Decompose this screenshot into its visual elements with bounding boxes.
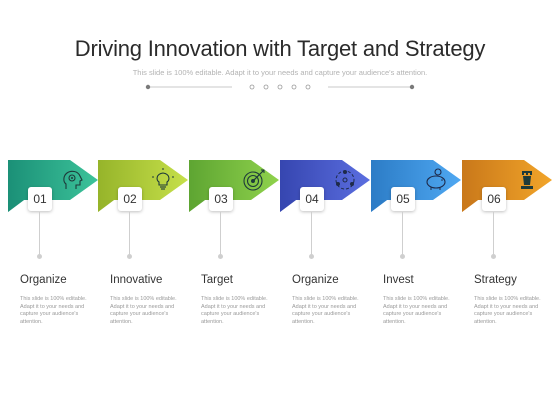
lightbulb-icon — [152, 168, 174, 190]
step-description: This slide is 100% editable. Adapt it to… — [474, 296, 541, 325]
piggy-bank-icon — [426, 168, 446, 190]
page-subtitle: This slide is 100% editable. Adapt it to… — [132, 68, 428, 77]
connector-dot — [37, 254, 42, 259]
step-number: 01 — [28, 187, 52, 211]
connector-dot — [218, 254, 223, 259]
decorative-divider — [145, 84, 415, 90]
step-label: Organize — [20, 274, 67, 286]
step-label: Target — [201, 274, 233, 286]
connector-line — [39, 212, 40, 256]
step-label: Strategy — [474, 274, 517, 286]
connector-line — [220, 212, 221, 256]
step-description: This slide is 100% editable. Adapt it to… — [110, 296, 177, 325]
connector-line — [311, 212, 312, 256]
page-title: Driving Innovation with Target and Strat… — [74, 36, 486, 61]
chess-rook-icon — [521, 171, 533, 189]
connector-dot — [127, 254, 132, 259]
connector-line — [129, 212, 130, 256]
connector-line — [493, 212, 494, 256]
step-description: This slide is 100% editable. Adapt it to… — [20, 296, 87, 325]
connector-dot — [400, 254, 405, 259]
connector-dot — [491, 254, 496, 259]
team-network-icon — [335, 170, 355, 190]
step-description: This slide is 100% editable. Adapt it to… — [201, 296, 268, 325]
step-number: 05 — [391, 187, 415, 211]
step-label: Organize — [292, 274, 339, 286]
step-number: 04 — [300, 187, 324, 211]
step-number: 02 — [118, 187, 142, 211]
step-number: 06 — [482, 187, 506, 211]
connector-dot — [309, 254, 314, 259]
step-description: This slide is 100% editable. Adapt it to… — [292, 296, 359, 325]
connector-line — [402, 212, 403, 256]
head-gears-icon — [63, 170, 83, 189]
step-description: This slide is 100% editable. Adapt it to… — [383, 296, 450, 325]
step-label: Innovative — [110, 274, 163, 286]
step-label: Invest — [383, 274, 414, 286]
target-icon — [243, 169, 265, 191]
step-number: 03 — [209, 187, 233, 211]
